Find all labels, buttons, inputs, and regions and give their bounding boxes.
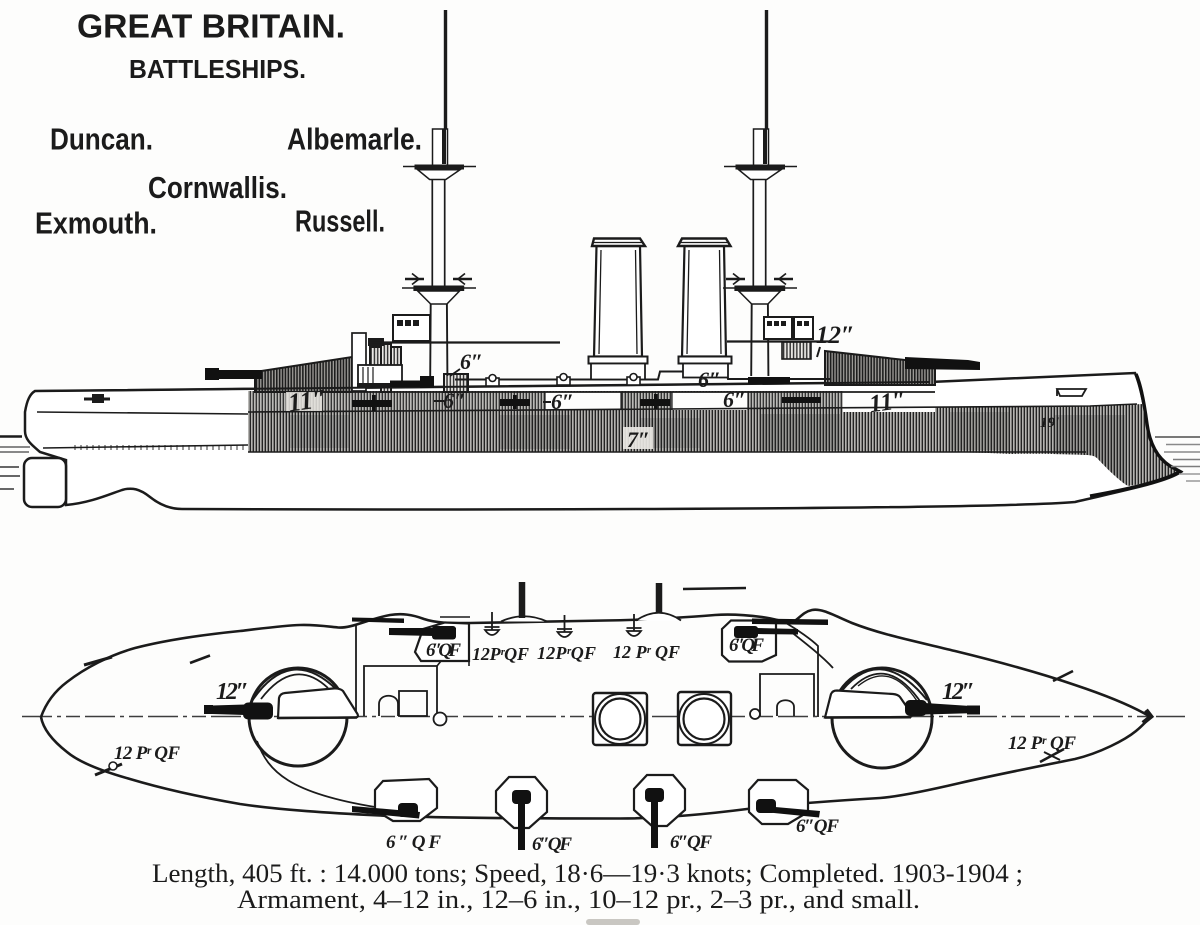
svg-text:6″: 6″ <box>460 349 483 374</box>
svg-text:GREAT BRITAIN.: GREAT BRITAIN. <box>77 8 345 45</box>
svg-text:11″: 11″ <box>286 383 329 417</box>
svg-text:6″QF: 6″QF <box>796 816 839 837</box>
svg-text:Albemarle.: Albemarle. <box>287 122 422 157</box>
svg-text:Armament, 4–12 in., 12–6 in.,: Armament, 4–12 in., 12–6 in., 10–12 pr.,… <box>237 885 920 914</box>
svg-text:6″QF: 6″QF <box>426 640 461 661</box>
svg-text:12″: 12″ <box>216 679 249 705</box>
svg-text:BATTLESHIPS.: BATTLESHIPS. <box>129 54 306 84</box>
svg-text:12″: 12″ <box>816 322 855 349</box>
svg-text:11″: 11″ <box>868 386 909 418</box>
svg-text:6″: 6″ <box>443 388 466 413</box>
svg-text:6″: 6″ <box>723 387 746 412</box>
svg-text:Cornwallis.: Cornwallis. <box>148 170 287 205</box>
svg-text:6″QF: 6″QF <box>670 832 712 853</box>
svg-text:7″: 7″ <box>627 427 650 452</box>
svg-text:12 Pʳ QF: 12 Pʳ QF <box>613 642 680 662</box>
svg-text:6″: 6″ <box>551 389 574 414</box>
svg-text:12″: 12″ <box>942 679 975 705</box>
svg-text:12 Pʳ QF: 12 Pʳ QF <box>1008 733 1076 754</box>
svg-text:6″QF: 6″QF <box>729 635 764 656</box>
svg-text:6″: 6″ <box>698 367 721 392</box>
svg-text:Exmouth.: Exmouth. <box>35 206 157 241</box>
svg-text:12PʳQF: 12PʳQF <box>472 644 529 664</box>
svg-text:12PʳQF: 12PʳQF <box>537 643 596 663</box>
svg-text:Russell.: Russell. <box>295 204 385 239</box>
svg-text:Length, 405 ft. : 14.000 tons;: Length, 405 ft. : 14.000 tons; Speed, 18… <box>152 859 1023 888</box>
svg-text:12 Pʳ QF: 12 Pʳ QF <box>114 743 180 764</box>
svg-text:6″QF: 6″QF <box>532 834 572 855</box>
svg-text:Duncan.: Duncan. <box>50 122 153 157</box>
svg-text:6″QF: 6″QF <box>386 832 441 853</box>
svg-text:19': 19' <box>1040 415 1059 431</box>
